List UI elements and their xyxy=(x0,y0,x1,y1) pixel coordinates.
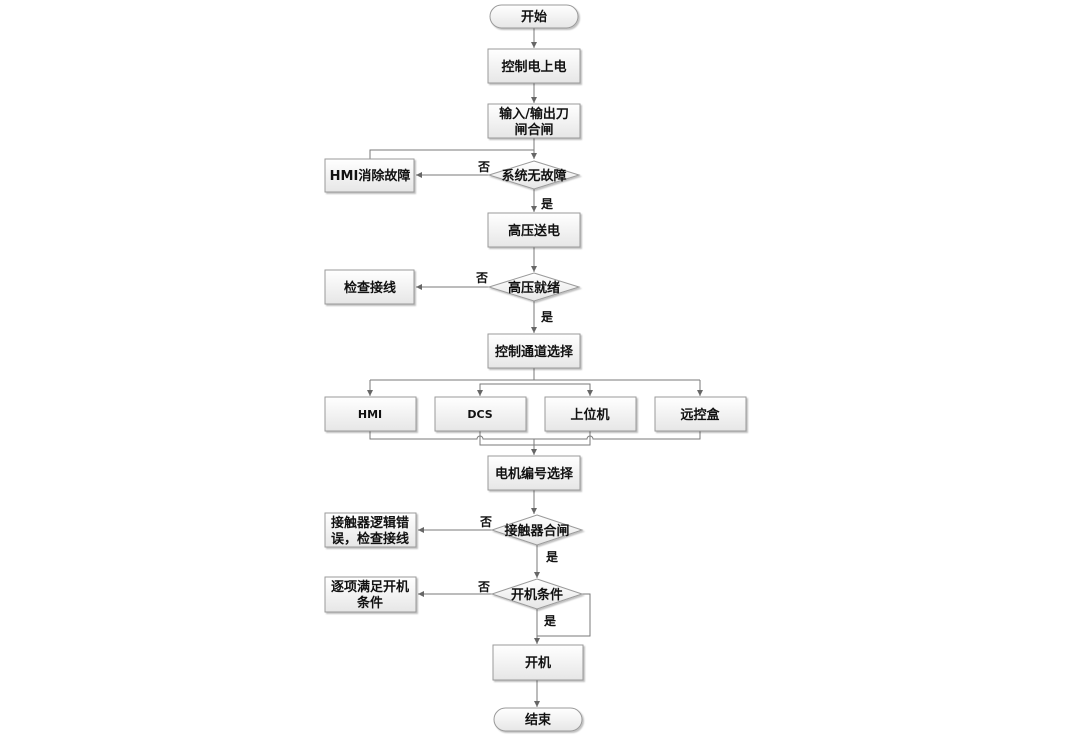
hv-send-step: 高压送电 xyxy=(487,212,581,248)
step-label: 检查接线 xyxy=(344,280,396,296)
contactor-error-step: 接触器逻辑错 误，检查接线 xyxy=(324,512,417,548)
no-label: 否 xyxy=(475,271,488,285)
step-label: 接触器逻辑错 xyxy=(331,515,409,531)
step-label: 开机 xyxy=(525,655,551,671)
yes-label: 是 xyxy=(540,197,554,211)
yes-label: 是 xyxy=(543,614,557,628)
power-on-step: 开机 xyxy=(492,644,584,681)
meet-condition-step: 逐项满足开机 条件 xyxy=(324,576,417,613)
channel-remote: 远控盒 xyxy=(654,396,747,432)
start-terminal: 开始 xyxy=(489,4,579,29)
step-label: HMI消除故障 xyxy=(330,168,411,184)
decision-label: 高压就绪 xyxy=(508,280,560,296)
check-wiring-step: 检查接线 xyxy=(324,269,415,305)
channel-hmi: HMI xyxy=(324,396,417,432)
channel-select-step: 控制通道选择 xyxy=(487,333,581,369)
step-label: 高压送电 xyxy=(508,223,560,239)
step-label: 电机编号选择 xyxy=(495,466,574,482)
contactor-decision: 接触器合闸 xyxy=(490,514,584,546)
step-label: 误，检查接线 xyxy=(331,531,409,547)
step-label: 逐项满足开机 xyxy=(331,579,409,595)
end-terminal: 结束 xyxy=(493,707,583,732)
start-label: 开始 xyxy=(521,9,547,25)
step-label: 条件 xyxy=(357,595,383,611)
hv-ready-decision: 高压就绪 xyxy=(487,272,581,302)
step-label: 输入/输出刀 xyxy=(499,106,569,122)
no-fault-decision: 系统无故障 xyxy=(487,160,581,190)
yes-label: 是 xyxy=(545,550,559,564)
connectors xyxy=(367,28,703,707)
step-label: DCS xyxy=(467,408,492,421)
no-label: 否 xyxy=(479,515,492,529)
channel-host: 上位机 xyxy=(544,396,637,432)
io-switch-step: 输入/输出刀 闸合闸 xyxy=(487,103,581,139)
decision-label: 系统无故障 xyxy=(501,168,566,184)
decision-label: 开机条件 xyxy=(511,587,563,603)
decision-label: 接触器合闸 xyxy=(504,523,569,539)
end-label: 结束 xyxy=(525,712,552,728)
control-power-step: 控制电上电 xyxy=(487,48,581,84)
no-label: 否 xyxy=(477,160,490,174)
no-label: 否 xyxy=(477,580,490,594)
motor-select-step: 电机编号选择 xyxy=(487,455,581,491)
step-label: 控制通道选择 xyxy=(495,344,574,360)
step-label: 控制电上电 xyxy=(501,59,566,75)
hmi-clear-step: HMI消除故障 xyxy=(324,158,415,193)
step-label: 远控盒 xyxy=(680,407,720,423)
yes-label: 是 xyxy=(540,310,554,324)
step-label: 闸合闸 xyxy=(514,122,553,138)
step-label: HMI xyxy=(358,408,382,421)
channel-dcs: DCS xyxy=(434,396,527,432)
step-label: 上位机 xyxy=(570,407,609,423)
start-condition-decision: 开机条件 xyxy=(490,578,584,610)
